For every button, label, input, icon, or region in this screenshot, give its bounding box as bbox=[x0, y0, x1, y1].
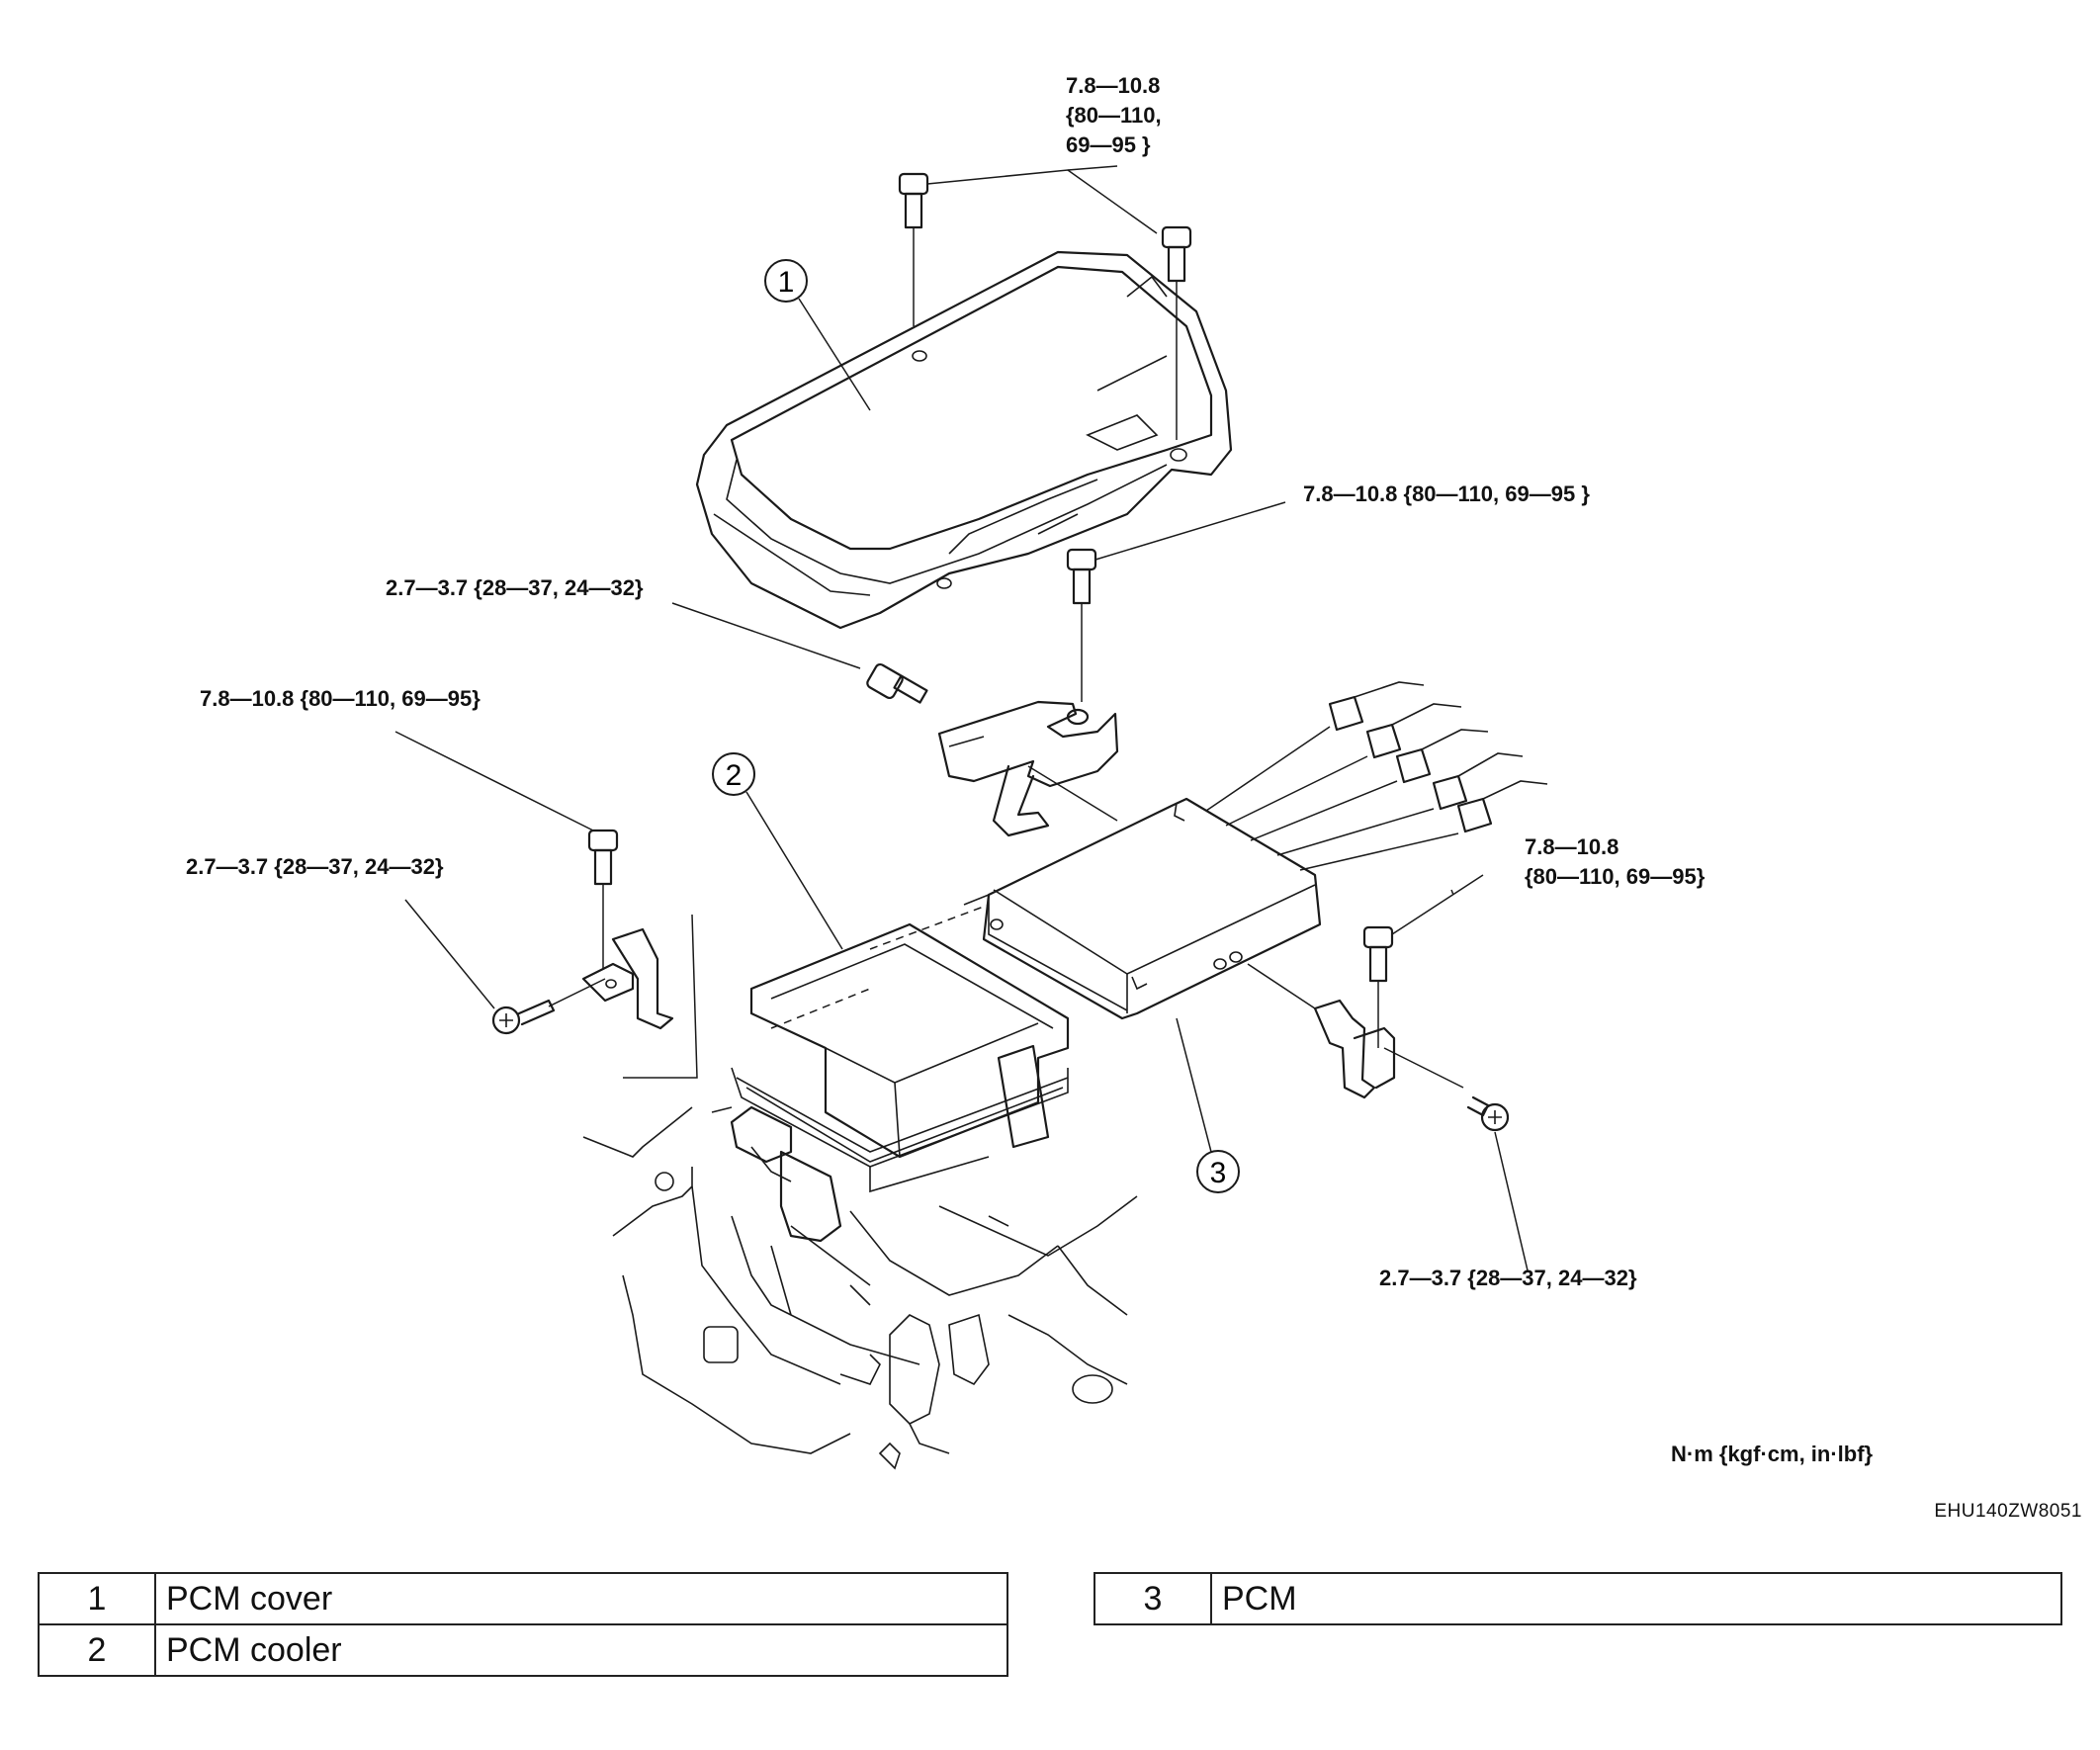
engine-bay-background bbox=[582, 1106, 1138, 1470]
torque-label-bracket-bolt-upper: 2.7—3.7 {28—37, 24—32} bbox=[386, 575, 644, 600]
pcm-cooler bbox=[711, 922, 1070, 1243]
torque-label-cover-bolts: 7.8—10.8 {80—110, 69—95 } bbox=[1066, 73, 1162, 157]
bolt-icon bbox=[1362, 925, 1394, 1048]
pcm-module bbox=[982, 797, 1322, 1020]
legend-name: PCM bbox=[1210, 1572, 2062, 1625]
svg-text:3: 3 bbox=[1210, 1157, 1227, 1189]
callout-3: 3 bbox=[1196, 1150, 1240, 1193]
torque-label-right-bolt-lower: 2.7—3.7 {28—37, 24—32} bbox=[1379, 1266, 1637, 1290]
bolt-icon bbox=[1161, 225, 1192, 440]
svg-text:2: 2 bbox=[726, 759, 743, 792]
torque-label-left-bolt-upper: 7.8—10.8 {80—110, 69—95} bbox=[200, 686, 481, 711]
legend-number: 1 bbox=[38, 1572, 156, 1625]
screw-icon bbox=[1466, 1095, 1510, 1132]
callout-1: 1 bbox=[764, 259, 808, 303]
legend-row: 3 PCM bbox=[1094, 1572, 2062, 1625]
units-note: N·m {kgf·cm, in·lbf} bbox=[1671, 1442, 1874, 1466]
torque-label-bracket-bolt-right: 7.8—10.8 {80—110, 69—95 } bbox=[1303, 481, 1590, 506]
bracket-right bbox=[1313, 999, 1396, 1099]
callout-2: 2 bbox=[712, 752, 755, 796]
legend-name: PCM cover bbox=[154, 1572, 1008, 1625]
screw-icon bbox=[491, 999, 556, 1035]
exploded-diagram: 1 2 3 bbox=[394, 165, 1548, 1470]
connector-group bbox=[1328, 681, 1548, 833]
legend-table-right: 3 PCM bbox=[1094, 1572, 2062, 1625]
bracket-upper bbox=[937, 700, 1119, 837]
legend-number: 2 bbox=[38, 1623, 156, 1677]
bolt-icon bbox=[587, 829, 619, 969]
legend-name: PCM cooler bbox=[154, 1623, 1008, 1677]
legend-row: 2 PCM cooler bbox=[38, 1623, 1008, 1677]
svg-text:1: 1 bbox=[778, 266, 795, 299]
torque-label-right-bolt-upper: 7.8—10.8 {80—110, 69—95} bbox=[1525, 834, 1706, 889]
torque-label-left-bolt-lower: 2.7—3.7 {28—37, 24—32} bbox=[186, 854, 444, 879]
figure-code: EHU140ZW8051 bbox=[1934, 1501, 2082, 1522]
bolt-icon bbox=[898, 172, 929, 326]
bolt-icon bbox=[866, 662, 928, 704]
legend-row: 1 PCM cover bbox=[38, 1572, 1008, 1625]
pcm-cover bbox=[695, 250, 1233, 630]
legend-number: 3 bbox=[1094, 1572, 1212, 1625]
bolt-icon bbox=[1066, 548, 1097, 702]
bracket-left bbox=[581, 927, 674, 1030]
legend-table-left: 1 PCM cover 2 PCM cooler bbox=[38, 1572, 1008, 1677]
